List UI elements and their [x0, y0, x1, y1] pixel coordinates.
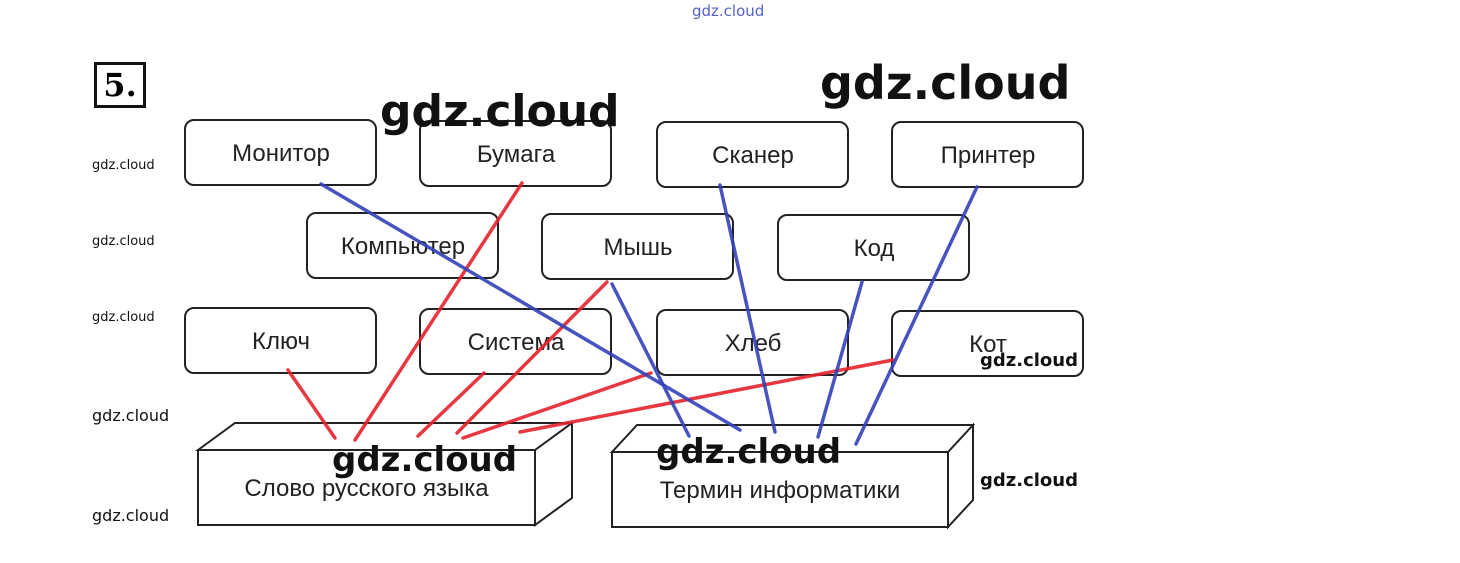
word-box-frame	[656, 121, 849, 188]
watermark: gdz.cloud	[980, 350, 1078, 371]
word-box-frame	[184, 307, 377, 374]
connection-line	[319, 182, 742, 432]
word-box-7: Ключ	[184, 307, 377, 374]
watermark: gdz.cloud	[380, 86, 620, 137]
watermark: gdz.cloud	[92, 158, 155, 173]
connection-line	[353, 181, 524, 442]
top-watermark: gdz.cloud	[692, 2, 765, 20]
watermark: gdz.cloud	[92, 310, 155, 325]
word-label: Ключ	[252, 328, 310, 355]
connection-line	[455, 280, 609, 435]
category-box-1: Термин информатики	[609, 422, 976, 530]
word-box-frame	[891, 310, 1084, 377]
watermark: gdz.cloud	[92, 406, 170, 425]
category-box-front	[197, 449, 536, 526]
word-label: Система	[468, 329, 565, 356]
connection-line	[718, 183, 777, 434]
exercise-number: 5.	[94, 62, 146, 108]
word-box-10: Кот	[891, 310, 1084, 377]
word-label: Мышь	[604, 234, 673, 261]
word-box-frame	[184, 119, 377, 186]
word-label: Бумага	[477, 141, 556, 168]
connection-line	[416, 371, 486, 438]
word-box-5: Мышь	[541, 213, 734, 280]
watermark: gdz.cloud	[332, 440, 518, 480]
connection-line	[518, 358, 895, 434]
word-label: Кот	[969, 331, 1007, 358]
word-box-3: Принтер	[891, 121, 1084, 188]
word-label: Код	[854, 235, 895, 262]
word-label: Принтер	[941, 142, 1036, 169]
word-box-9: Хлеб	[656, 309, 849, 376]
word-box-0: Монитор	[184, 119, 377, 186]
word-box-4: Компьютер	[306, 212, 499, 279]
word-box-8: Система	[419, 308, 612, 375]
word-box-frame	[656, 309, 849, 376]
watermark: gdz.cloud	[980, 470, 1078, 491]
word-label: Монитор	[232, 140, 330, 167]
connection-line	[286, 368, 337, 440]
connection-line	[610, 282, 691, 438]
category-box-front	[611, 451, 949, 528]
word-box-frame	[891, 121, 1084, 188]
watermark: gdz.cloud	[92, 234, 155, 249]
word-box-1: Бумага	[419, 120, 612, 187]
category-label: Слово русского языка	[244, 475, 489, 502]
connection-line	[816, 280, 864, 439]
word-box-6: Код	[777, 214, 970, 281]
word-box-frame	[419, 120, 612, 187]
connection-line	[461, 371, 653, 440]
word-box-frame	[777, 214, 970, 281]
watermark: gdz.cloud	[656, 432, 842, 472]
word-box-2: Сканер	[656, 121, 849, 188]
watermark: gdz.cloud	[92, 506, 170, 525]
category-label: Термин информатики	[660, 477, 901, 504]
watermark: gdz.cloud	[820, 56, 1071, 110]
connection-line	[854, 185, 979, 446]
word-label: Сканер	[712, 142, 794, 169]
category-box-0: Слово русского языка	[194, 421, 576, 527]
